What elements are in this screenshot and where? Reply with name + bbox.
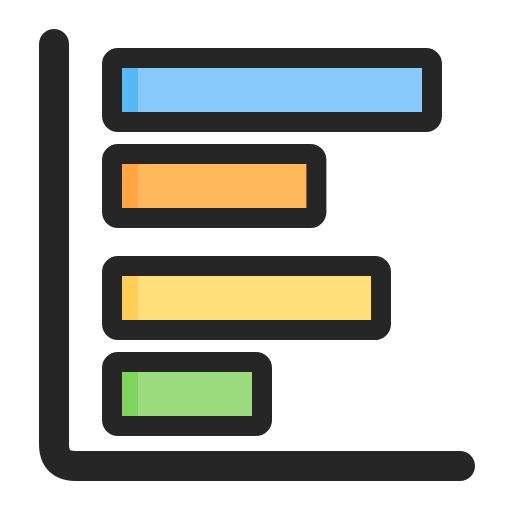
green-bar (102, 352, 272, 436)
blue-bar-outline (102, 48, 442, 132)
orange-bar-fill (112, 154, 317, 218)
green-bar-outline (102, 352, 272, 436)
orange-bar-outline (102, 144, 327, 228)
chart-axes (39, 29, 475, 481)
orange-bar (102, 144, 327, 228)
bars-group (102, 48, 442, 436)
yellow-bar-fill (112, 266, 381, 330)
blue-bar-fill (112, 58, 432, 122)
yellow-bar-outline (102, 256, 391, 340)
yellow-bar (102, 256, 391, 340)
blue-bar (102, 48, 442, 132)
